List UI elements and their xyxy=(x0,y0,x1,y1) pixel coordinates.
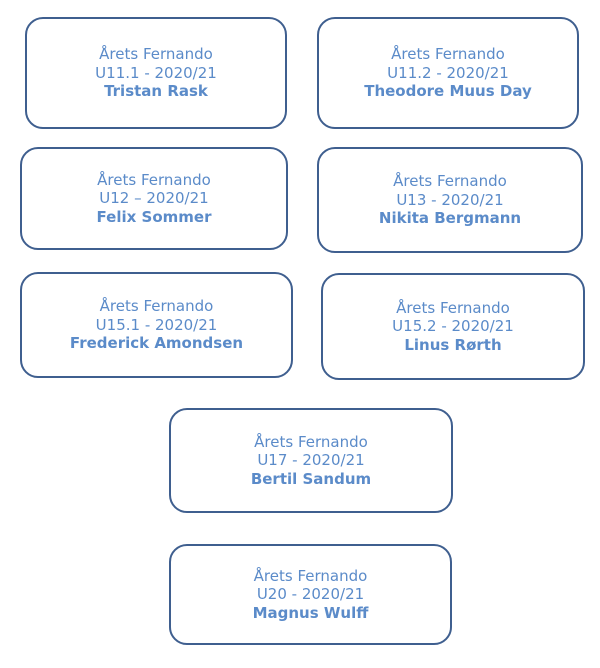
award-card-u13: Årets Fernando U13 - 2020/21 Nikita Berg… xyxy=(317,147,583,253)
player-name: Nikita Bergmann xyxy=(378,209,522,228)
award-title: Årets Fernando xyxy=(97,170,211,189)
player-name: Theodore Muus Day xyxy=(364,82,532,101)
award-title: Årets Fernando xyxy=(396,298,510,317)
award-title: Årets Fernando xyxy=(99,297,214,316)
award-title: Årets Fernando xyxy=(253,566,368,585)
player-name: Bertil Sandum xyxy=(250,469,372,488)
award-card-u15-2: Årets Fernando U15.2 - 2020/21 Linus Rør… xyxy=(321,273,585,380)
player-name: Tristan Rask xyxy=(104,82,208,101)
player-name: Linus Rørth xyxy=(404,335,502,354)
team-season: U11.2 - 2020/21 xyxy=(387,63,509,82)
player-name: Felix Sommer xyxy=(96,207,212,226)
award-card-u11-1: Årets Fernando U11.1 - 2020/21 Tristan R… xyxy=(25,17,287,129)
team-season: U11.1 - 2020/21 xyxy=(95,63,217,82)
player-name: Magnus Wulff xyxy=(252,603,369,622)
award-card-u15-1: Årets Fernando U15.1 - 2020/21 Frederick… xyxy=(20,272,293,378)
award-title: Årets Fernando xyxy=(393,172,507,191)
team-season: U12 – 2020/21 xyxy=(99,189,209,208)
award-card-u17: Årets Fernando U17 - 2020/21 Bertil Sand… xyxy=(169,408,453,513)
award-card-u12: Årets Fernando U12 – 2020/21 Felix Somme… xyxy=(20,147,288,250)
award-card-u11-2: Årets Fernando U11.2 - 2020/21 Theodore … xyxy=(317,17,579,129)
award-title: Årets Fernando xyxy=(254,432,368,451)
player-name: Frederick Amondsen xyxy=(69,334,244,353)
team-season: U17 - 2020/21 xyxy=(257,451,365,470)
award-card-u20: Årets Fernando U20 - 2020/21 Magnus Wulf… xyxy=(169,544,452,645)
team-season: U15.2 - 2020/21 xyxy=(392,317,514,336)
team-season: U15.1 - 2020/21 xyxy=(95,315,218,334)
team-season: U13 - 2020/21 xyxy=(396,190,504,209)
team-season: U20 - 2020/21 xyxy=(256,585,365,604)
award-title: Årets Fernando xyxy=(391,45,505,64)
award-title: Årets Fernando xyxy=(99,45,213,64)
